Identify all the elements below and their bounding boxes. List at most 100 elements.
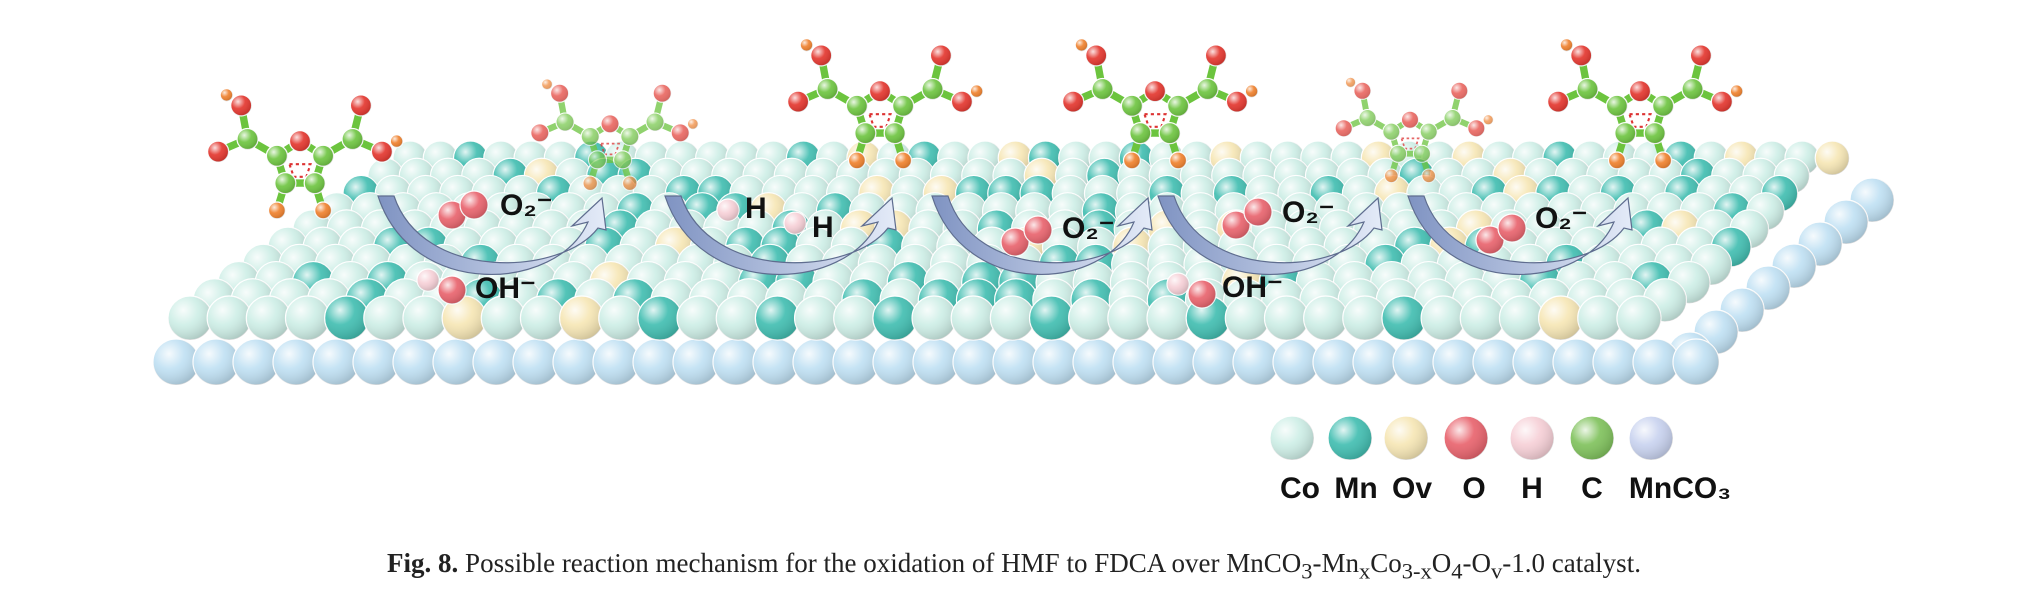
mnco3-atom bbox=[1072, 338, 1120, 386]
mnco3-atom bbox=[272, 338, 320, 386]
molecule-atom bbox=[1400, 110, 1420, 129]
mnco3-atom bbox=[352, 338, 400, 386]
molecule-atom bbox=[1166, 94, 1190, 117]
co-atom bbox=[1303, 295, 1349, 341]
molecule-atom bbox=[847, 151, 866, 170]
molecule-atom bbox=[370, 140, 394, 163]
molecule-atom bbox=[894, 151, 913, 170]
arrow-step-1 bbox=[377, 195, 607, 276]
legend-item-h: H bbox=[1509, 415, 1555, 505]
co-atom bbox=[1459, 295, 1505, 341]
molecule-atom bbox=[600, 114, 620, 134]
mn-sphere-icon bbox=[1327, 415, 1373, 461]
molecule-atom bbox=[1576, 77, 1599, 101]
molecule-atom bbox=[1389, 144, 1408, 163]
legend-label-ov: Ov bbox=[1392, 472, 1432, 505]
molecule-atom bbox=[810, 44, 833, 67]
mnco3-sphere-icon bbox=[1628, 415, 1674, 461]
co-atom bbox=[833, 295, 879, 341]
molecule-atom bbox=[1353, 81, 1372, 100]
mnco3-atom bbox=[952, 338, 1000, 386]
adsorbed-species bbox=[1475, 225, 1505, 255]
adsorbed-species bbox=[437, 275, 467, 305]
molecule-atom bbox=[1628, 79, 1652, 103]
molecule-atom bbox=[1467, 119, 1486, 138]
molecule-atom bbox=[1091, 77, 1114, 101]
caption-text-c: Co bbox=[1370, 548, 1402, 578]
c-sphere-icon bbox=[1569, 415, 1615, 461]
legend-label-mn: Mn bbox=[1334, 472, 1377, 505]
co-atom bbox=[519, 295, 566, 341]
mn-atom bbox=[1028, 295, 1075, 341]
caption-text-b: -Mn bbox=[1312, 548, 1359, 578]
legend-item-ov: Ov bbox=[1383, 415, 1432, 505]
mnco3-atom bbox=[992, 338, 1040, 386]
molecule-atom bbox=[1196, 77, 1219, 101]
mnco3-atom bbox=[1272, 338, 1320, 386]
mnco3-atom bbox=[592, 338, 640, 386]
mn-atom bbox=[324, 295, 370, 341]
caption-text-a: Possible reaction mechanism for the oxid… bbox=[458, 548, 1302, 578]
adsorbed-species bbox=[1187, 279, 1217, 309]
label-o2-a: O₂⁻ bbox=[500, 189, 553, 222]
molecule-atom bbox=[1382, 122, 1401, 141]
molecule-atom bbox=[582, 175, 598, 191]
molecule-atom bbox=[341, 127, 364, 151]
mnco3-atom bbox=[1592, 338, 1640, 386]
label-h-a: H bbox=[745, 192, 767, 225]
molecule-atom bbox=[1225, 90, 1249, 113]
molecule-atom bbox=[314, 201, 333, 220]
label-o2-c: O₂⁻ bbox=[1282, 196, 1335, 229]
mnco3-atom bbox=[152, 338, 200, 386]
molecule-atom bbox=[845, 94, 869, 117]
co-atom bbox=[245, 295, 291, 341]
co-atom bbox=[206, 295, 252, 341]
molecule-atom bbox=[530, 123, 550, 143]
label-oh-b: OH⁻ bbox=[1222, 271, 1283, 304]
molecule-atom bbox=[555, 112, 575, 132]
molecule-atom bbox=[1546, 90, 1570, 113]
mn-atom bbox=[1381, 295, 1427, 341]
caption-fig-number: Fig. 8. bbox=[387, 548, 459, 578]
mnco3-atom bbox=[1312, 338, 1360, 386]
caption-sub-1: 3 bbox=[1301, 558, 1313, 584]
adsorbed-species bbox=[783, 211, 807, 235]
arrow-step-4 bbox=[1157, 195, 1383, 276]
molecule-atom bbox=[1654, 151, 1673, 170]
molecule-atom bbox=[816, 77, 839, 101]
molecule-atom bbox=[1450, 81, 1469, 100]
legend-item-c: C bbox=[1569, 415, 1615, 505]
co-atom bbox=[911, 295, 957, 341]
molecule-atom bbox=[1412, 144, 1431, 163]
molecule-atom bbox=[349, 94, 373, 117]
molecule-atom bbox=[883, 121, 906, 145]
caption-sub-4: 4 bbox=[1451, 558, 1463, 584]
mnco3-atom bbox=[1472, 338, 1520, 386]
arrow-step-5 bbox=[1407, 195, 1633, 276]
molecule-atom bbox=[267, 201, 286, 220]
mnco3-atom bbox=[872, 338, 920, 386]
mnco3-atom bbox=[672, 338, 720, 386]
molecule-atom bbox=[1421, 168, 1437, 184]
molecule-atom bbox=[1710, 90, 1734, 113]
molecules bbox=[206, 37, 1744, 220]
ov-site bbox=[558, 295, 605, 341]
molecule-atom bbox=[1244, 84, 1259, 99]
molecule-atom bbox=[1614, 121, 1637, 145]
mnco3-atom bbox=[752, 338, 800, 386]
molecule-atom bbox=[1129, 121, 1152, 145]
molecule-atom bbox=[1085, 44, 1108, 67]
co-atom bbox=[1420, 295, 1466, 341]
co-atom bbox=[363, 295, 409, 341]
adsorbates bbox=[416, 190, 1527, 309]
molecule-atom bbox=[1643, 121, 1666, 145]
molecule-atom bbox=[1169, 151, 1188, 170]
mnco3-atom bbox=[1552, 338, 1600, 386]
co-atom bbox=[1342, 295, 1388, 341]
molecule-atom bbox=[1334, 119, 1353, 138]
molecule-atom bbox=[645, 112, 665, 132]
mnco3-atom bbox=[1192, 338, 1240, 386]
molecule-atom bbox=[288, 129, 312, 153]
molecule-atom bbox=[587, 150, 607, 170]
figure-caption: Fig. 8. Possible reaction mechanism for … bbox=[0, 548, 2028, 584]
